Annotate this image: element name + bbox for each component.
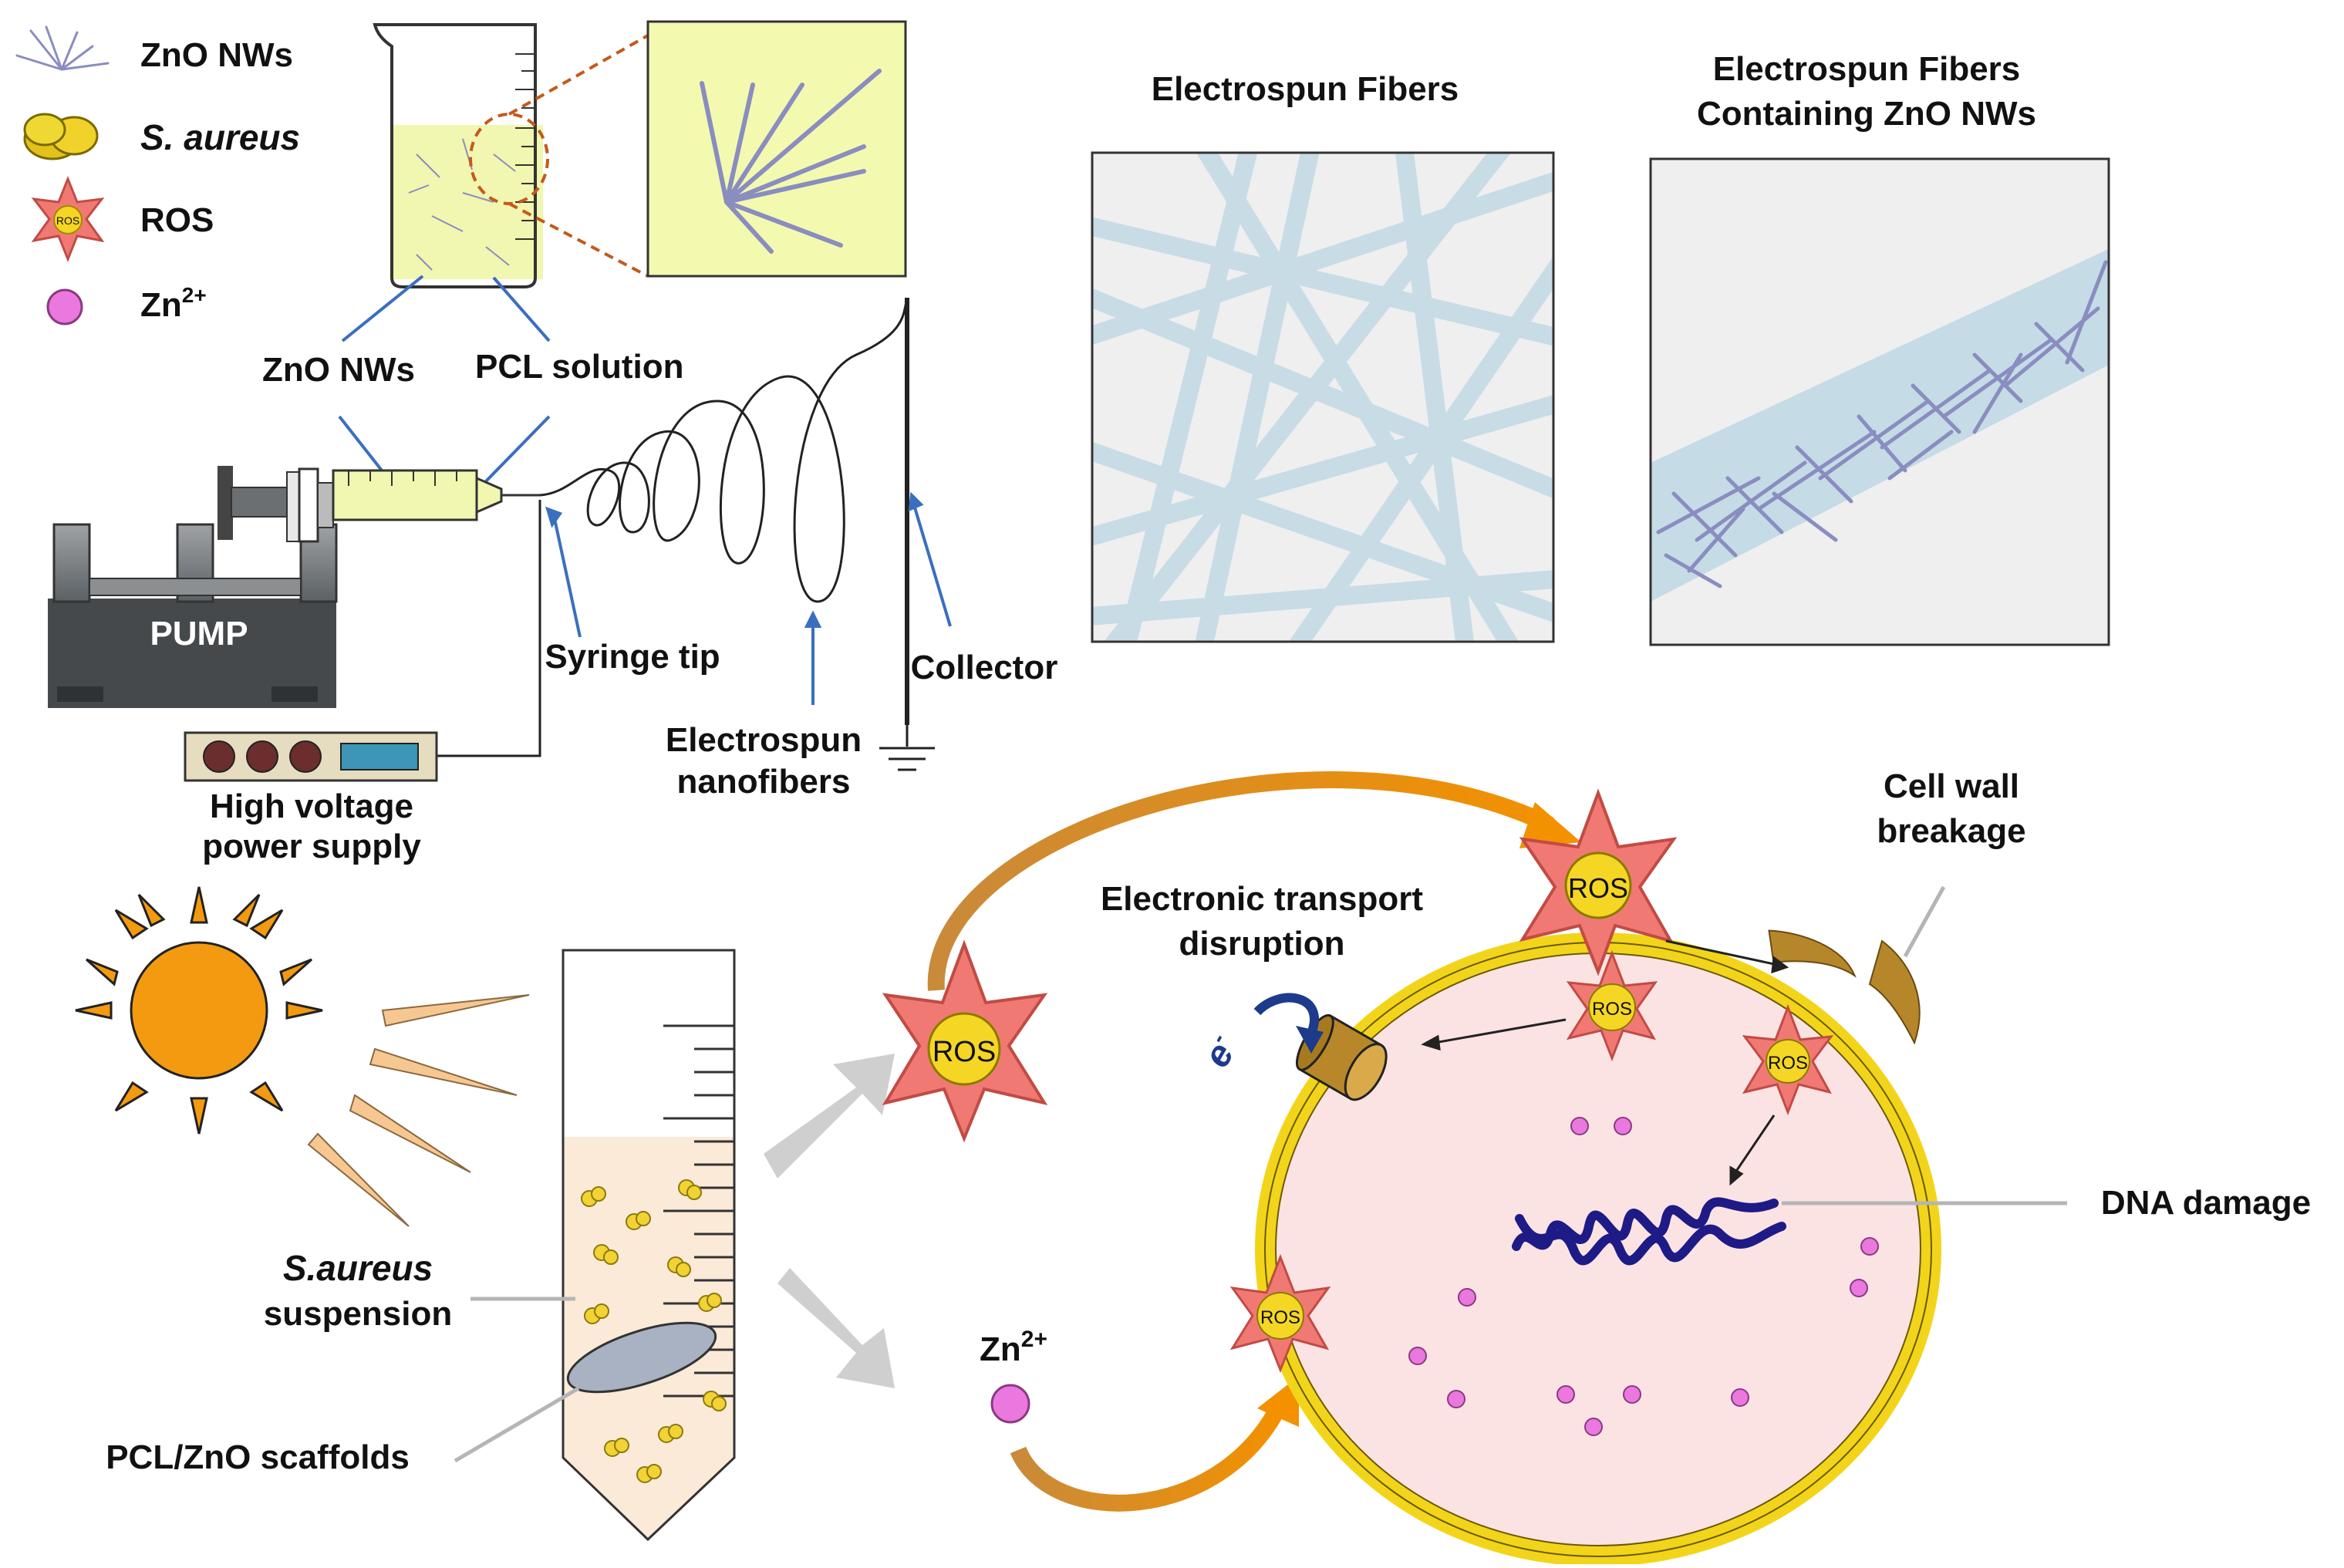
light-rays [307, 994, 530, 1227]
zno-fiber-panel [1649, 157, 2110, 646]
zno-nws-label: ZnO NWs [262, 351, 415, 389]
syringe-tip-label: Syringe tip [545, 638, 720, 676]
ros-left-wall-text: ROS [1260, 1307, 1300, 1328]
ros-on-wall-text: ROS [1568, 872, 1628, 904]
orange-arrow-bottom [1010, 1400, 1288, 1512]
bacteria-in-tube [581, 1179, 727, 1483]
ros-inside-2: ROS [1742, 1003, 1834, 1116]
scaffold-label: PCL/ZnO scaffolds [106, 1438, 410, 1476]
etd-label-1: Electronic transport [1101, 880, 1423, 918]
s-aureus-suspension-label-2: suspension [264, 1295, 453, 1333]
s-aureus-suspension-label-1: S.aureus [283, 1248, 433, 1288]
fibers-panel-title: Electrospun Fibers [1152, 70, 1459, 108]
electron-arrow [1253, 993, 1319, 1036]
ros-left-wall: ROS [1229, 1253, 1331, 1374]
gray-arrows [764, 1054, 895, 1388]
pcl-solution-label: PCL solution [475, 348, 684, 386]
electrospun-label-2: nanofibers [677, 763, 851, 801]
electron-label: e- [1195, 1029, 1246, 1074]
s-aureus-legend-icon [23, 113, 99, 160]
dna-damage-label: DNA damage [2101, 1184, 2311, 1222]
cell-wall-label-2: breakage [1877, 812, 2025, 850]
etd-label-2: disruption [1179, 925, 1344, 963]
zn-ion [990, 1384, 1030, 1424]
dna-strand [1512, 1197, 1779, 1251]
connector-lines [338, 275, 551, 483]
zno-panel-title-1: Electrospun Fibers [1713, 50, 2021, 88]
zn-ion-label: Zn2+ [980, 1327, 1047, 1368]
ros-outside-text: ROS [933, 1036, 996, 1068]
power-supply [184, 731, 438, 782]
legend-zn-label: Zn2+ [140, 283, 207, 324]
sun-icon [75, 886, 323, 1135]
pump-label: PUMP [150, 615, 248, 652]
zno-panel-title-2: Containing ZnO NWs [1697, 95, 2036, 133]
hv-label-2: power supply [202, 828, 421, 865]
orange-arrow-top [927, 771, 1554, 991]
label-arrows [545, 491, 952, 705]
ros-inside-1-text: ROS [1592, 999, 1632, 1020]
thin-arrows [1421, 939, 1789, 1186]
ros-legend-icon: ROS [31, 175, 105, 263]
zoom-panel [646, 20, 907, 278]
legend: ZnO NWs S. aureus ROS ROS Zn2+ [15, 25, 300, 325]
ros-outside: ROS [882, 939, 1048, 1143]
ros-legend-core-text: ROS [56, 214, 79, 227]
beaker [373, 23, 649, 288]
zn-ion-legend-icon [46, 288, 83, 325]
ros-inside-1: ROS [1566, 949, 1658, 1062]
legend-zno-nws-label: ZnO NWs [140, 36, 293, 74]
tube [562, 949, 736, 1542]
cell-wall-label-1: Cell wall [1884, 767, 2019, 805]
electrospin-jet [539, 300, 909, 603]
legend-ros-label: ROS [140, 201, 214, 239]
ros-on-wall: ROS [1519, 788, 1678, 976]
zn-ions-inside [1408, 1117, 1879, 1436]
legend-s-aureus-label: S. aureus [140, 117, 300, 157]
ground-symbol [879, 747, 935, 771]
electrospun-label-1: Electrospun [666, 721, 862, 759]
cell-wall-breakage [1768, 929, 1921, 1045]
pcl-zno-scaffold [566, 1321, 717, 1394]
znonws-legend-icon [15, 25, 110, 71]
syringe-pump: PUMP [48, 466, 540, 708]
ros-inside-2-text: ROS [1768, 1053, 1808, 1074]
hv-label-1: High voltage [210, 787, 413, 825]
fibers-panel [1091, 151, 1555, 643]
collector-label: Collector [911, 649, 1058, 686]
